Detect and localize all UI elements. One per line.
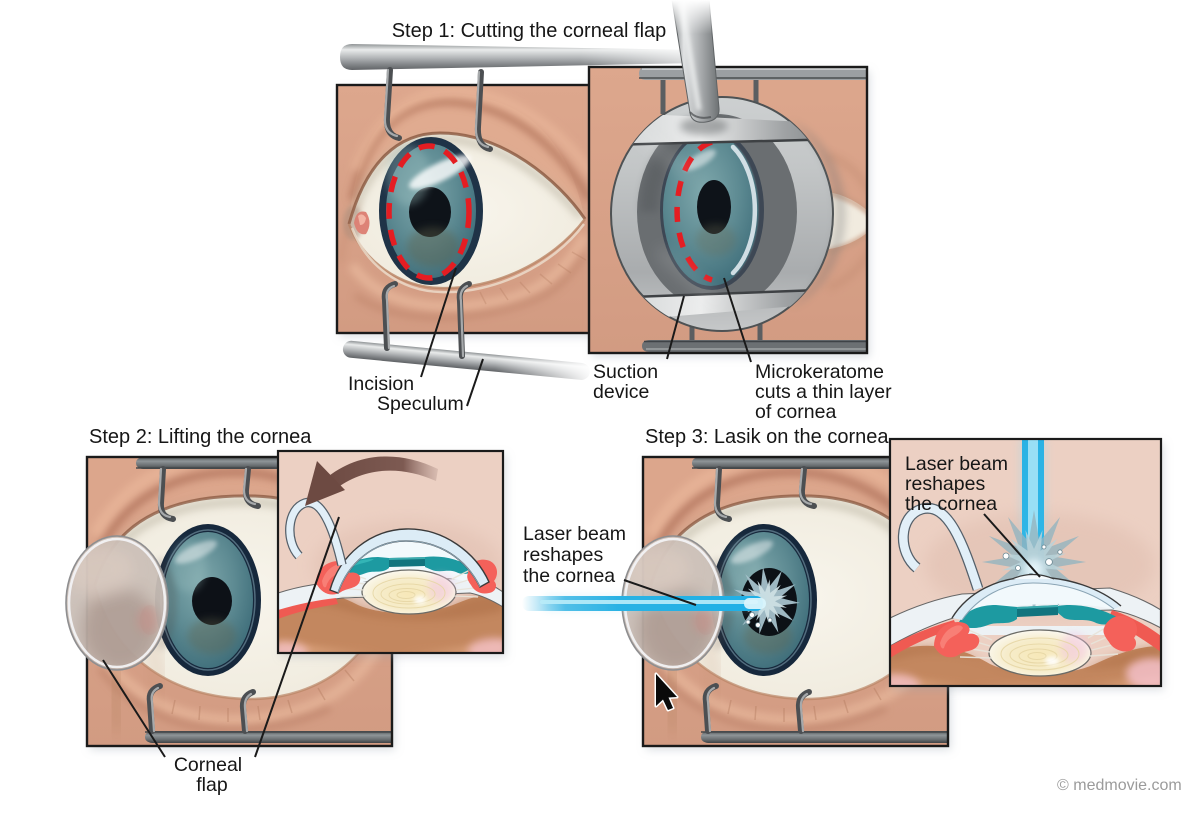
svg-text:Speculum: Speculum <box>377 393 464 415</box>
svg-text:Microkeratome: Microkeratome <box>755 361 884 383</box>
svg-text:of cornea: of cornea <box>755 401 836 423</box>
svg-text:Laser beam: Laser beam <box>523 523 626 545</box>
svg-text:reshapes: reshapes <box>523 544 603 566</box>
svg-text:Step 2: Lifting the cornea: Step 2: Lifting the cornea <box>89 426 312 448</box>
svg-text:Incision: Incision <box>348 373 414 395</box>
svg-text:Step 3: Lasik on the cornea: Step 3: Lasik on the cornea <box>645 426 889 448</box>
svg-text:device: device <box>593 381 649 403</box>
svg-text:© medmovie.com: © medmovie.com <box>1057 777 1182 794</box>
svg-text:Step 1: Cutting the corneal fl: Step 1: Cutting the corneal flap <box>392 20 667 42</box>
svg-text:Suction: Suction <box>593 361 658 383</box>
svg-text:Laser beam: Laser beam <box>905 453 1008 475</box>
svg-text:the cornea: the cornea <box>905 493 997 515</box>
svg-text:the cornea: the cornea <box>523 565 615 587</box>
svg-text:cuts a thin layer: cuts a thin layer <box>755 381 892 403</box>
svg-text:flap: flap <box>196 774 228 796</box>
svg-text:reshapes: reshapes <box>905 473 985 495</box>
svg-text:Corneal: Corneal <box>174 754 242 776</box>
